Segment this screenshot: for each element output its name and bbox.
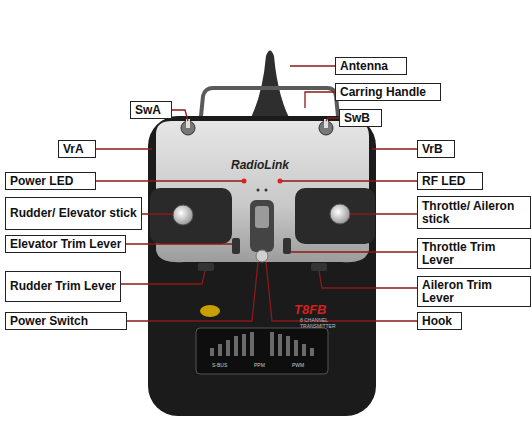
label-box: VrB (417, 140, 455, 158)
rf-led (278, 179, 283, 184)
center-switch (255, 206, 269, 228)
body-shape (148, 116, 376, 416)
part-name: Power LED (10, 175, 91, 188)
part-name: Throttle/ Aileron stick (422, 200, 526, 226)
label-box: Power Switch (5, 312, 127, 330)
printed-text: RadioLink (231, 159, 289, 171)
trim-lever (283, 238, 291, 254)
part-name: VrA (63, 143, 91, 156)
label-box: Rudder Trim Lever (5, 271, 121, 302)
label-box: Antenna (335, 57, 407, 75)
label-box: Power LED (5, 172, 96, 190)
label-box: SwA (130, 101, 172, 119)
label-box: VrA (58, 140, 96, 158)
part-name: Rudder/ Elevator stick (10, 207, 137, 220)
part-name: Power Switch (10, 315, 122, 328)
printed-text: S-BUS (212, 363, 227, 368)
logo-mark (200, 305, 220, 317)
part-name: SwA (135, 104, 167, 117)
part-name: Throttle Trim Lever (422, 241, 526, 267)
printed-text: T8FB (294, 303, 327, 316)
label-box: Rudder/ Elevator stick (5, 197, 142, 230)
panel-bars (210, 332, 314, 356)
part-name: Elevator Trim Lever (10, 238, 121, 251)
trim-lever (232, 238, 240, 254)
label-box: Hook (417, 312, 462, 330)
label-box: Throttle/ Aileron stick (417, 196, 531, 229)
display-panel (196, 328, 328, 374)
stick-top (173, 205, 193, 225)
part-name: RF LED (422, 175, 478, 188)
stick-top (330, 204, 350, 224)
printed-text: PPM (254, 363, 265, 368)
printed-text: 8 CHANNEL (300, 318, 328, 323)
led-dot (257, 189, 260, 192)
part-name: Aileron Trim Lever (422, 279, 526, 305)
label-box: Throttle Trim Lever (417, 238, 531, 269)
part-name: Hook (422, 315, 457, 328)
trim-lever (198, 263, 214, 271)
part-name: SwB (344, 112, 377, 125)
power-led (242, 179, 247, 184)
gimbal-recess (295, 188, 375, 244)
part-name: Rudder Trim Lever (10, 280, 116, 293)
label-box: Carring Handle (335, 83, 441, 101)
gimbal-recess (150, 188, 232, 244)
led-dot (265, 189, 268, 192)
printed-text: TRANSMITTER (300, 324, 336, 329)
leader-lines (96, 66, 417, 321)
label-box: RF LED (417, 172, 483, 190)
center-switch (250, 200, 274, 252)
part-name: Antenna (340, 60, 402, 73)
label-box: SwB (339, 109, 382, 127)
trim-lever (311, 263, 327, 271)
label-box: Aileron Trim Lever (417, 276, 531, 307)
part-name: Carring Handle (340, 86, 436, 99)
label-box: Elevator Trim Lever (5, 235, 126, 253)
printed-text: PWM (292, 363, 304, 368)
part-name: VrB (422, 143, 450, 156)
hook-shape (256, 250, 268, 262)
